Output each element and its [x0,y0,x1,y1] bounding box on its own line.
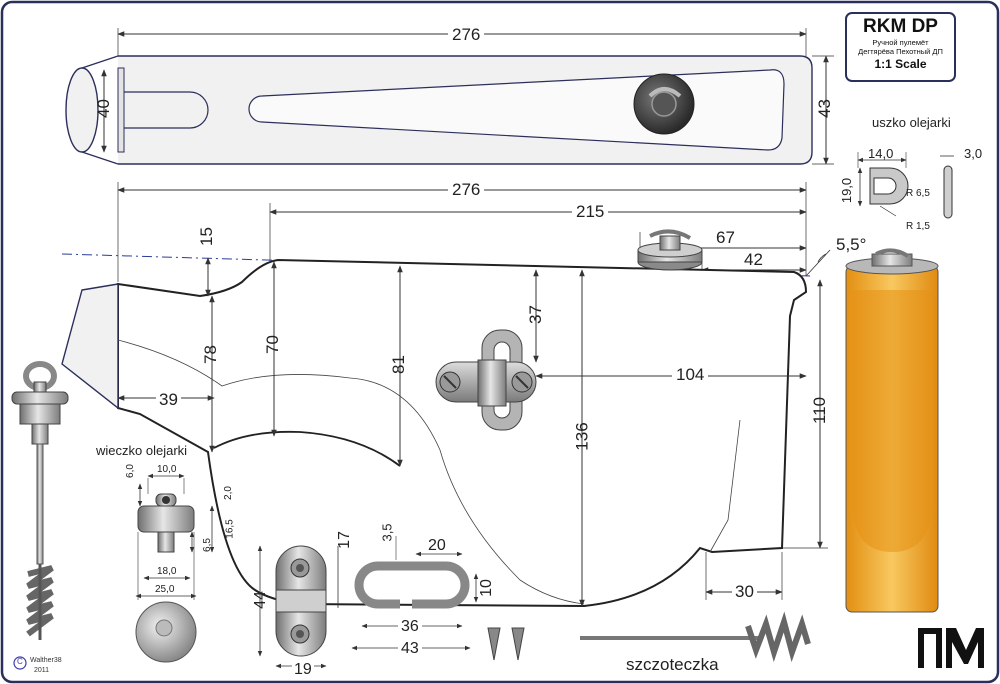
dim-37-label: 37 [525,305,545,324]
wieczko-d2-label: 10,0 [157,464,177,475]
uszko-t-label: 3,0 [964,146,983,161]
dim-15-label: 15 [196,227,216,246]
dim-39-label: 39 [156,391,181,408]
wieczko-detail [135,473,215,663]
top-width-left-label: 40 [93,99,113,118]
top-width-right-label: 43 [814,99,834,118]
side-215-label: 215 [572,203,609,220]
wieczko-d7-label: 25,0 [155,584,175,595]
top-length-label: 276 [448,26,485,43]
wieczko-d4-label: 16,5 [224,519,236,539]
credit-author: Walther38 [30,657,62,664]
dim-70-label: 70 [262,335,282,354]
sling-t-label: 3,5 [379,523,395,542]
dm-logo-icon [914,624,986,672]
side-angle-label: 5,5° [836,235,867,254]
dim-81-label: 81 [388,355,408,374]
swivel-t-label: 17 [335,531,353,549]
title-line1: Ручной пулемёт [872,38,929,47]
dim-30-label: 30 [732,583,757,600]
side-42-label: 42 [744,250,763,269]
credit-year: 2011 [34,667,50,674]
swivel-front [257,545,339,669]
sling-len-outer-label: 43 [398,641,422,657]
sling-len-inner-label: 36 [398,619,422,635]
wieczko-d3-label: 2,0 [222,486,234,500]
title-block: RKM DP Ручной пулемёт Дегтярёва Пехотный… [845,12,956,82]
top-view [65,28,834,165]
dim-136-label: 136 [572,422,592,451]
wieczko-label: wieczko olejarki [96,443,188,458]
wieczko-d5-label: 6,5 [201,538,213,552]
swivel-w-label: 19 [292,661,314,678]
dim-104-label: 104 [672,366,709,383]
copyright-symbol: C [17,657,23,666]
title-text: RKM DP [863,16,938,37]
swivel-h-label: 44 [251,591,269,609]
wieczko-d1-label: 6,0 [124,464,136,478]
brush-label: szczoteczka [626,655,719,674]
side-view [61,182,831,608]
uszko-label: uszko olejarki [872,115,951,130]
sling-gap-label: 10 [477,579,495,597]
cleaning-rod [11,361,69,640]
brush [580,611,811,663]
title-line2: Дегтярёва Пехотный ДП [858,47,943,56]
sling-w-inner-label: 20 [428,537,446,554]
uszko-h-label: 19,0 [839,177,855,204]
side-67-label: 67 [716,228,735,247]
uszko-detail [857,152,954,219]
uszko-r1-label: R 6,5 [906,188,930,199]
uszko-w-label: 14,0 [868,146,894,161]
side-swivel [435,329,537,431]
scale-label: 1:1 Scale [874,57,927,71]
oil-can [845,248,939,613]
side-overall-length-label: 276 [448,181,485,198]
stock-outline [117,258,808,608]
dim-78-label: 78 [200,345,220,364]
wieczko-d6-label: 18,0 [157,566,177,577]
copyright-icon [13,656,27,670]
dim-110-label: 110 [810,396,830,425]
uszko-r2-label: R 1,5 [906,221,930,232]
